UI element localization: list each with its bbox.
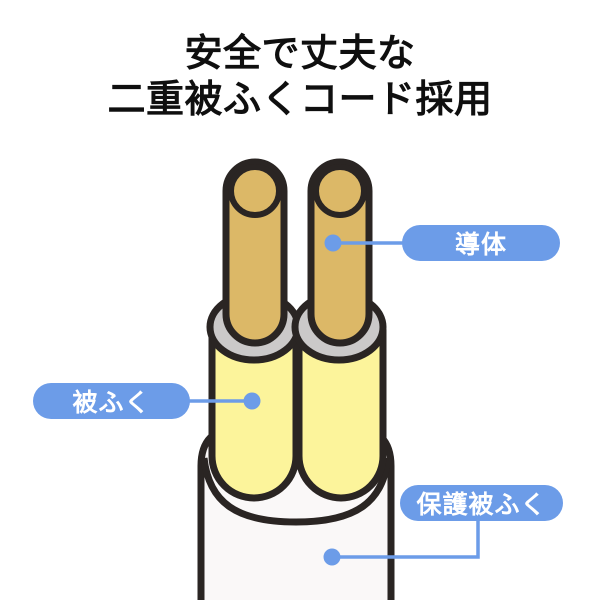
page-title: 安全で丈夫な 二重被ふくコード採用	[0, 31, 600, 123]
sheath-label-pill: 被ふく	[33, 383, 190, 419]
protective-sheath-label: 保護被ふく	[416, 491, 547, 519]
conductor-right-face	[313, 164, 367, 218]
sheath-leader-dot	[243, 392, 261, 410]
conductor-label-pill: 導体	[402, 225, 560, 261]
title-line-2: 二重被ふくコード採用	[107, 79, 493, 121]
conductor-left-face	[228, 164, 282, 218]
protective-sheath-leader-line	[332, 518, 480, 559]
title-line-1: 安全で丈夫な	[184, 33, 416, 75]
protective-sheath-label-pill: 保護被ふく	[400, 485, 563, 521]
insulation-right	[295, 326, 387, 502]
outer-sheath-lip	[200, 457, 392, 526]
protective-sheath-leader-dot	[323, 548, 341, 566]
conductor-leader-dot	[324, 234, 342, 252]
sheath-label: 被ふく	[72, 389, 151, 417]
conductor-label: 導体	[454, 231, 507, 259]
insulation-left	[208, 326, 300, 502]
